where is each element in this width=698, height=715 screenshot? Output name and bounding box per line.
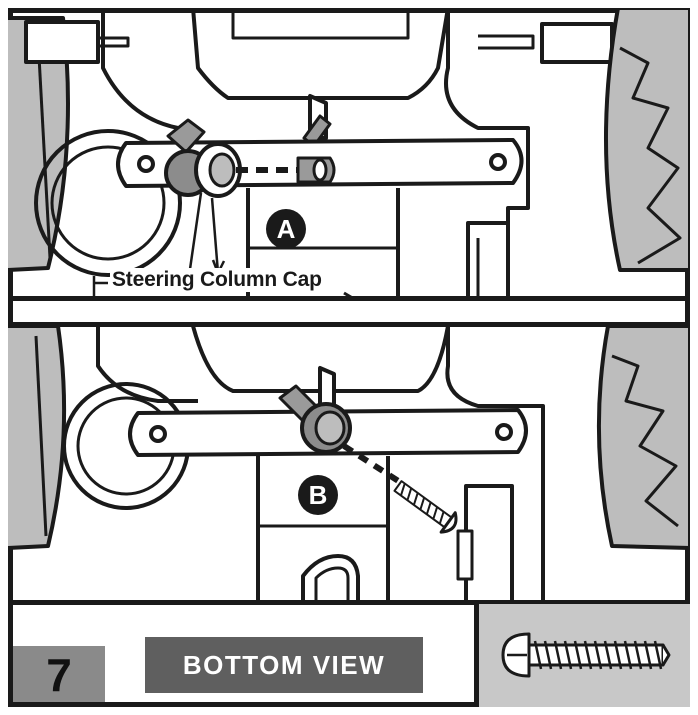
panel-b-drawing xyxy=(8,326,690,602)
hardware-box xyxy=(474,604,690,707)
divider-top xyxy=(8,296,690,301)
panel-a xyxy=(8,8,690,300)
right-axle-bracket xyxy=(540,22,614,64)
panel-a-drawing xyxy=(8,8,690,300)
screw-guide xyxy=(342,443,405,487)
step-number: 7 xyxy=(13,646,105,702)
footer-divider xyxy=(8,600,690,605)
callout-b: B xyxy=(298,475,338,515)
link-hole-left xyxy=(137,155,155,173)
steering-column-cap-label: Steering Column Cap xyxy=(110,268,324,292)
view-label: BOTTOM VIEW xyxy=(145,637,423,693)
steering-lever xyxy=(166,118,206,154)
callout-a: A xyxy=(266,209,306,249)
chassis-center xyxy=(191,8,450,100)
chassis-left xyxy=(101,8,198,130)
left-axle-bracket xyxy=(24,20,100,64)
screw-b xyxy=(393,480,458,534)
left-wheel-arch xyxy=(34,129,182,277)
panel-b xyxy=(8,326,690,602)
screw-icon xyxy=(501,632,671,678)
divider-bottom xyxy=(8,322,690,327)
right-wheel xyxy=(603,8,690,272)
link-hole-right xyxy=(489,153,507,171)
chassis-right xyxy=(444,8,530,300)
